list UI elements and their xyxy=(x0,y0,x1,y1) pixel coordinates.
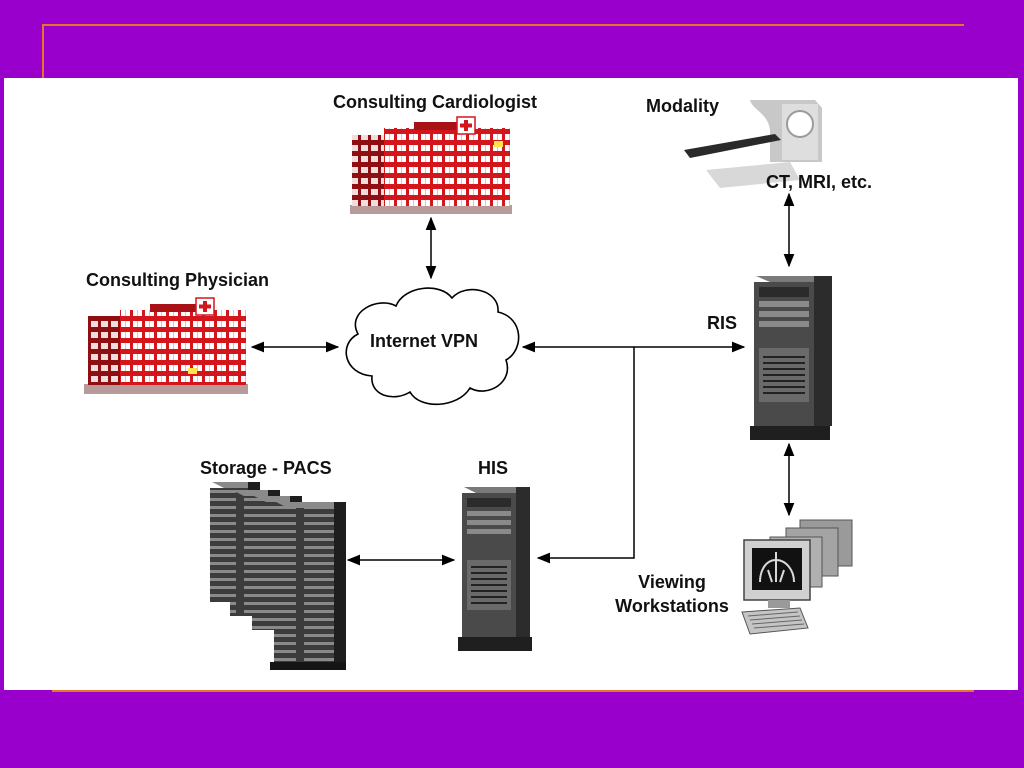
label-his: HIS xyxy=(478,458,509,478)
label-internet-vpn: Internet VPN xyxy=(370,331,479,351)
left-accent-line xyxy=(42,24,44,80)
label-ris: RIS xyxy=(707,313,738,333)
diagram-panel: Consulting Cardiologist Modality CT, MRI… xyxy=(4,78,1018,690)
label-storage-pacs: Storage - PACS xyxy=(200,458,332,478)
ct-scanner-icon xyxy=(684,100,822,188)
label-viewing-workstations: Viewing Workstations xyxy=(602,570,742,618)
label-viewing-line: Viewing xyxy=(638,572,706,592)
label-modality-types: CT, MRI, etc. xyxy=(766,172,873,192)
hospital-icon xyxy=(84,297,248,394)
cloud-icon xyxy=(345,287,520,406)
network-diagram xyxy=(84,100,853,670)
label-workstations-line: Workstations xyxy=(615,596,729,616)
hospital-icon xyxy=(350,116,512,214)
server-tower-icon xyxy=(750,276,832,440)
label-modality: Modality xyxy=(646,96,720,116)
label-consulting-physician: Consulting Physician xyxy=(86,270,270,290)
label-consulting-cardiologist: Consulting Cardiologist xyxy=(333,92,537,112)
link-bus-his xyxy=(536,347,635,564)
workstation-icon xyxy=(741,519,853,635)
server-tower-icon xyxy=(458,487,532,651)
top-accent-line xyxy=(42,24,964,26)
server-rack-icon xyxy=(210,482,346,670)
bottom-accent-line xyxy=(52,690,974,692)
